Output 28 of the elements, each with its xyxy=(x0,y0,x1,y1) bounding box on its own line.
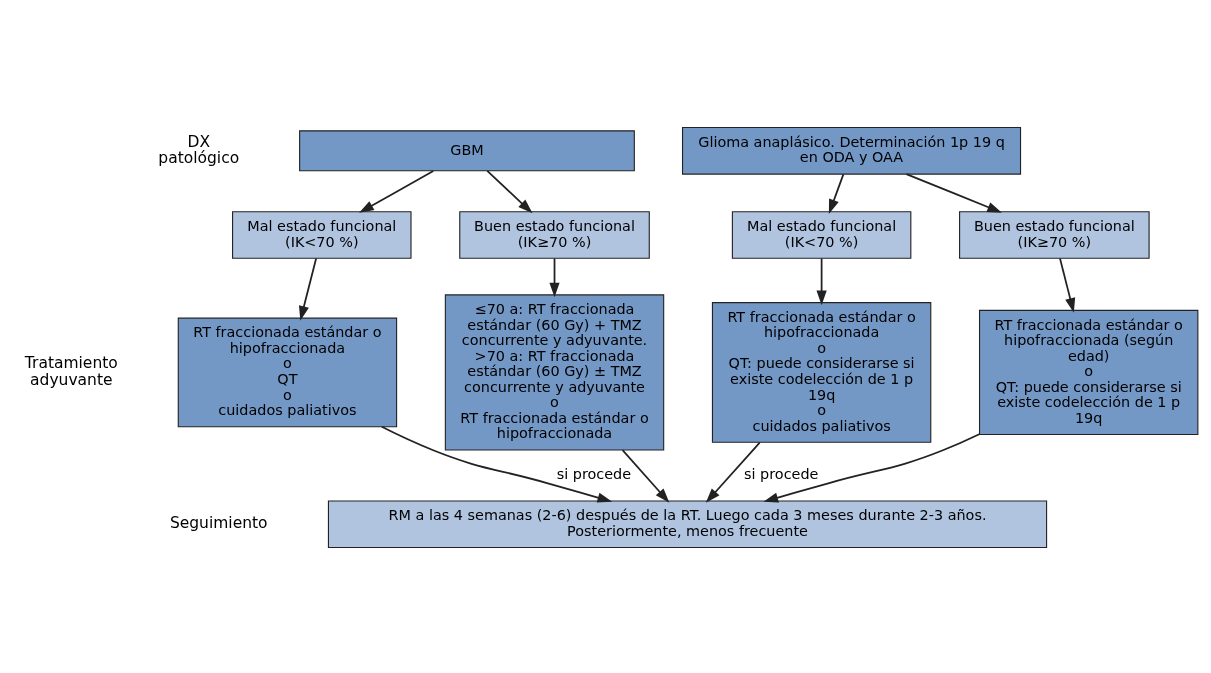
node-box: ≤70 a: RT fraccionada estándar (60 Gy) + TMZ concurrente y adyuvante. >70 a: RT fraccionada estándar (60 Gy) ± TMZ concurrente y adyuvante o RT fraccionada estándar o hipofraccionada xyxy=(444,293,665,451)
arrow xyxy=(763,432,981,503)
node-box: Mal estado funcional (IK<70 %) xyxy=(731,210,912,259)
node-box: Buen estado funcional (IK≥70 %) xyxy=(459,210,650,259)
arrow xyxy=(621,448,670,503)
node-box: Buen estado funcional (IK≥70 %) xyxy=(959,210,1150,259)
arrow xyxy=(549,257,560,297)
arrow xyxy=(905,172,1002,213)
node-box: Mal estado funcional (IK<70 %) xyxy=(232,210,412,259)
arrow xyxy=(705,441,761,503)
node-box: GBM xyxy=(299,129,635,171)
arrow xyxy=(298,257,317,321)
edge-label: si procede xyxy=(556,465,632,482)
arrow xyxy=(486,169,533,213)
label: Seguimiento xyxy=(169,513,268,532)
node-box: Glioma anaplásico. Determinación 1p 19 q en ODA y OAA xyxy=(681,126,1022,175)
node-box: RT fraccionada estándar o hipofraccionada o QT: puede considerarse si existe codelección de 1 p 19q o cuidados paliativos xyxy=(711,301,932,443)
arrow xyxy=(816,257,827,305)
edge-label: si procede xyxy=(744,465,819,482)
arrow xyxy=(359,169,435,213)
label: Tratamiento adyuvante xyxy=(24,353,118,389)
label: DX patológico xyxy=(158,132,240,167)
arrow xyxy=(828,172,845,214)
arrow xyxy=(1059,257,1076,313)
arrow xyxy=(380,425,613,503)
node-box: RT fraccionada estándar o hipofraccionada o QT o cuidados paliativos xyxy=(177,317,398,427)
node-box: RM a las 4 semanas (2-6) después de la RT. Luego cada 3 meses durante 2-3 años. Posteriormente, menos frecuente xyxy=(327,499,1048,548)
node-box: RT fraccionada estándar o hipofraccionada (según edad) o QT: puede considerarse si existe codelección de 1 p 19q xyxy=(978,309,1199,435)
